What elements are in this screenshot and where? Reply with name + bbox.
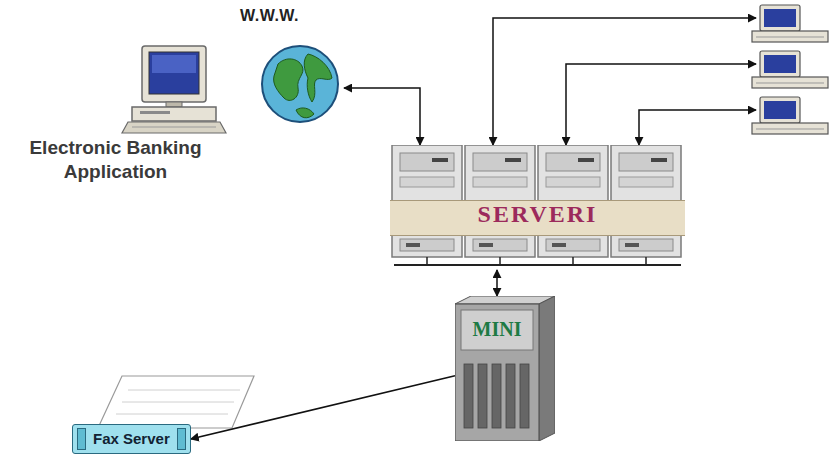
workstation-icon	[122, 46, 226, 133]
minicomputer	[455, 296, 555, 441]
connector-arrow	[191, 376, 455, 439]
fax-paper	[98, 376, 254, 428]
node-label: MINI	[455, 318, 539, 340]
connector-arrow	[496, 270, 498, 296]
terminal-icon	[752, 51, 828, 88]
fax-server-box: Fax Server	[72, 424, 191, 454]
scroll-cap	[177, 428, 186, 450]
node-label: Fax Server	[93, 429, 170, 449]
node-label: W.W.W.	[238, 6, 344, 26]
caption-label: Electronic Banking Application	[8, 136, 223, 184]
terminal-icon	[752, 5, 828, 42]
server-group: SERVERI	[390, 145, 685, 270]
terminal-wire	[566, 64, 756, 145]
minicomputer-node: MINI	[455, 296, 555, 441]
connector-arrow	[344, 88, 420, 145]
www-globe: W.W.W.	[238, 6, 344, 124]
node-label: SERVERI	[390, 200, 685, 236]
terminal-icon	[752, 97, 828, 134]
terminal-wire	[639, 110, 756, 145]
terminal-wire	[493, 18, 756, 145]
scroll-cap	[77, 428, 86, 450]
